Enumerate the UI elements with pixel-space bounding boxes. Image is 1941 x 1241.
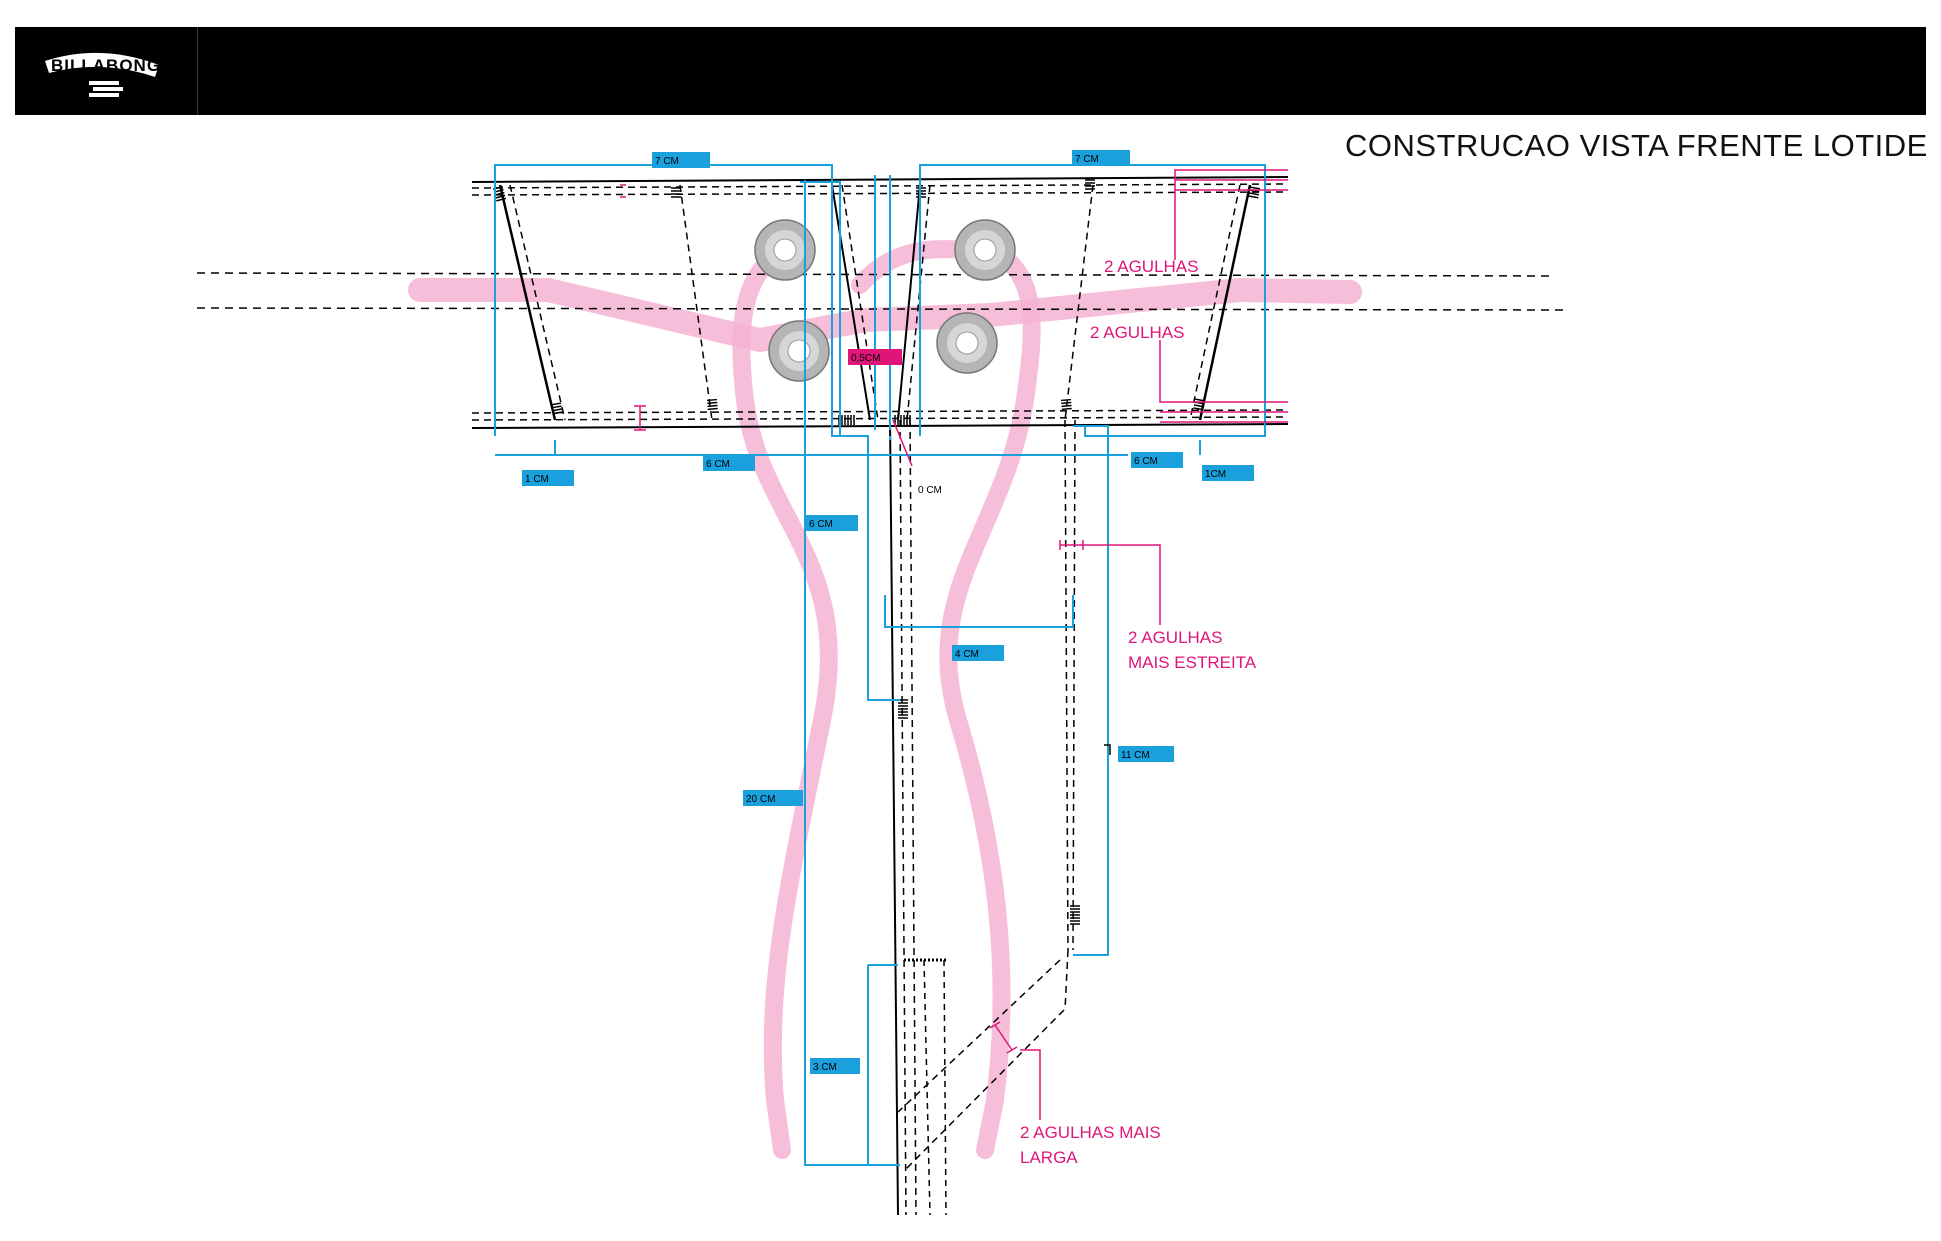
- eyelet-icon: [954, 219, 1016, 281]
- panels: [498, 184, 1252, 421]
- billabong-logo-icon: BILLABONG: [45, 52, 161, 97]
- measure-tag: 7 CM: [652, 152, 710, 168]
- measure-label: 0,5CM: [851, 353, 880, 364]
- eyelet-icon: [754, 219, 816, 281]
- note-two-needles-narrow: 2 AGULHAS: [1128, 628, 1223, 647]
- measure-label: 1CM: [1205, 469, 1226, 480]
- header-bar: BILLABONG: [15, 27, 1926, 115]
- measurement-lines: [494, 164, 1266, 1166]
- small-bracket: [1104, 744, 1111, 755]
- note-two-needles-narrow: MAIS ESTREITA: [1128, 653, 1257, 672]
- note-two-needles: 2 AGULHAS: [1104, 257, 1199, 276]
- fly: [889, 419, 1076, 1216]
- measure-label: 20 CM: [746, 794, 775, 805]
- measure-tags: 7 CM 7 CM 0,5CM 1 CM 6 CM 6 CM 1CM 0 CM: [522, 150, 1254, 1074]
- measure-tag: 6 CM: [703, 455, 755, 471]
- measure-tag: 6 CM: [1131, 452, 1183, 468]
- measure-tag: 11 CM: [1118, 746, 1174, 762]
- measure-tag: 0,5CM: [848, 349, 902, 365]
- eyelet-icon: [936, 312, 998, 374]
- note-two-needles: 2 AGULHAS: [1090, 323, 1185, 342]
- zero-cm-label: 0 CM: [918, 485, 942, 496]
- measure-label: 3 CM: [813, 1062, 837, 1073]
- brand-logo: BILLABONG: [15, 27, 198, 115]
- eyelet-icon: [768, 320, 830, 382]
- measure-tag: 1CM: [1202, 465, 1254, 481]
- page-title: CONSTRUCAO VISTA FRENTE LOTIDE: [1345, 128, 1928, 163]
- measure-label: 6 CM: [809, 519, 833, 530]
- svg-text:BILLABONG: BILLABONG: [51, 56, 161, 75]
- measure-tag: 7 CM: [1072, 150, 1130, 166]
- bartacks: [492, 179, 1261, 925]
- measure-label: 7 CM: [655, 156, 679, 167]
- measure-label: 4 CM: [955, 649, 979, 660]
- measure-tag: 20 CM: [743, 790, 803, 806]
- construction-notes: 2 AGULHAS 2 AGULHAS 2 AGULHAS MAIS ESTRE…: [1020, 257, 1257, 1167]
- measure-tag: 4 CM: [952, 645, 1004, 661]
- measure-tag: 3 CM: [810, 1058, 860, 1074]
- measure-tag: 6 CM: [806, 515, 858, 531]
- measure-label: 1 CM: [525, 474, 549, 485]
- note-leaders: [620, 169, 1288, 1120]
- waistband: [471, 176, 1289, 429]
- measure-label: 7 CM: [1075, 154, 1099, 165]
- measure-tag: 1 CM: [522, 470, 574, 486]
- measure-label: 11 CM: [1121, 750, 1150, 761]
- measure-label: 6 CM: [706, 459, 730, 470]
- measure-label: 6 CM: [1134, 456, 1158, 467]
- note-two-needles-wide: 2 AGULHAS MAIS: [1020, 1123, 1161, 1142]
- note-two-needles-wide: LARGA: [1020, 1148, 1078, 1167]
